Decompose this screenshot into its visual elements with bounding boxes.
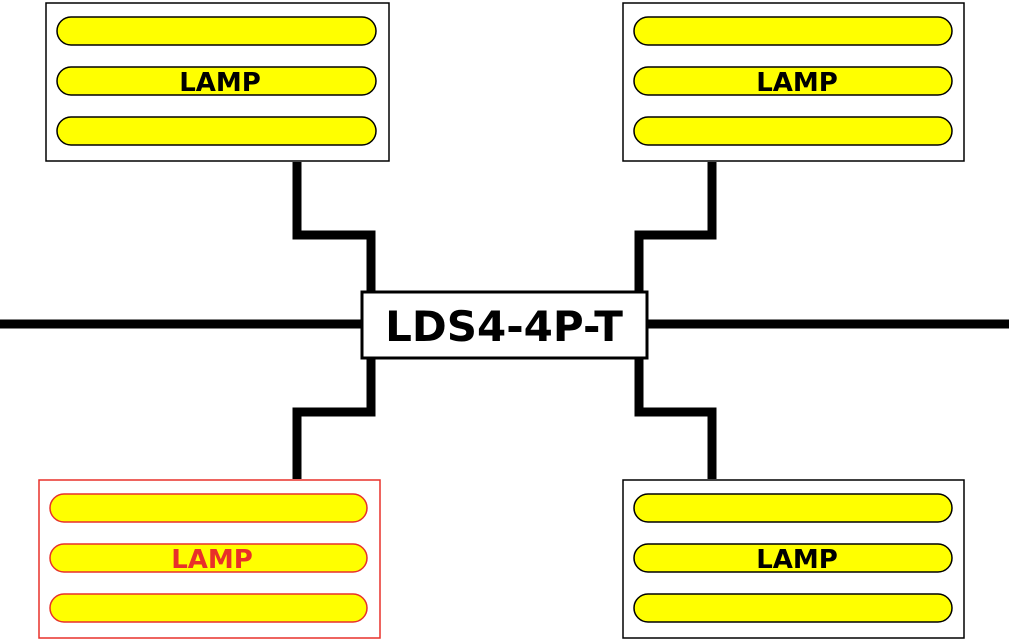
lamp-bottom-right: LAMP bbox=[622, 479, 965, 639]
lamp-label: LAMP bbox=[756, 68, 838, 98]
lamp-tube bbox=[633, 66, 953, 96]
lamp-tube bbox=[56, 116, 377, 146]
lamp-tube bbox=[633, 116, 953, 146]
lamp-top-left: LAMP bbox=[45, 2, 390, 162]
wire-bottom-right bbox=[634, 358, 717, 479]
lamp-label: LAMP bbox=[756, 545, 838, 575]
lamp-tube bbox=[633, 493, 953, 523]
lamp-tube bbox=[56, 16, 377, 46]
lamp-label: LAMP bbox=[179, 68, 261, 98]
hub-box: LDS4-4P-T bbox=[360, 290, 649, 360]
lamp-tube bbox=[633, 16, 953, 46]
lamp-label: LAMP bbox=[171, 545, 253, 575]
wires bbox=[0, 162, 1009, 479]
lamp-tube bbox=[633, 593, 953, 623]
wire-top-right bbox=[634, 162, 717, 292]
lamp-tube bbox=[633, 543, 953, 573]
wire-top-left bbox=[292, 162, 376, 292]
lamp-tube bbox=[49, 593, 368, 623]
lamp-tube bbox=[49, 543, 368, 573]
lamp-bottom-left: LAMP bbox=[38, 479, 381, 639]
hub-label: LDS4-4P-T bbox=[385, 302, 623, 351]
wire-bottom-left bbox=[292, 358, 376, 479]
lamp-tube bbox=[56, 66, 377, 96]
lamp-tube bbox=[49, 493, 368, 523]
lamp-top-right: LAMP bbox=[622, 2, 965, 162]
